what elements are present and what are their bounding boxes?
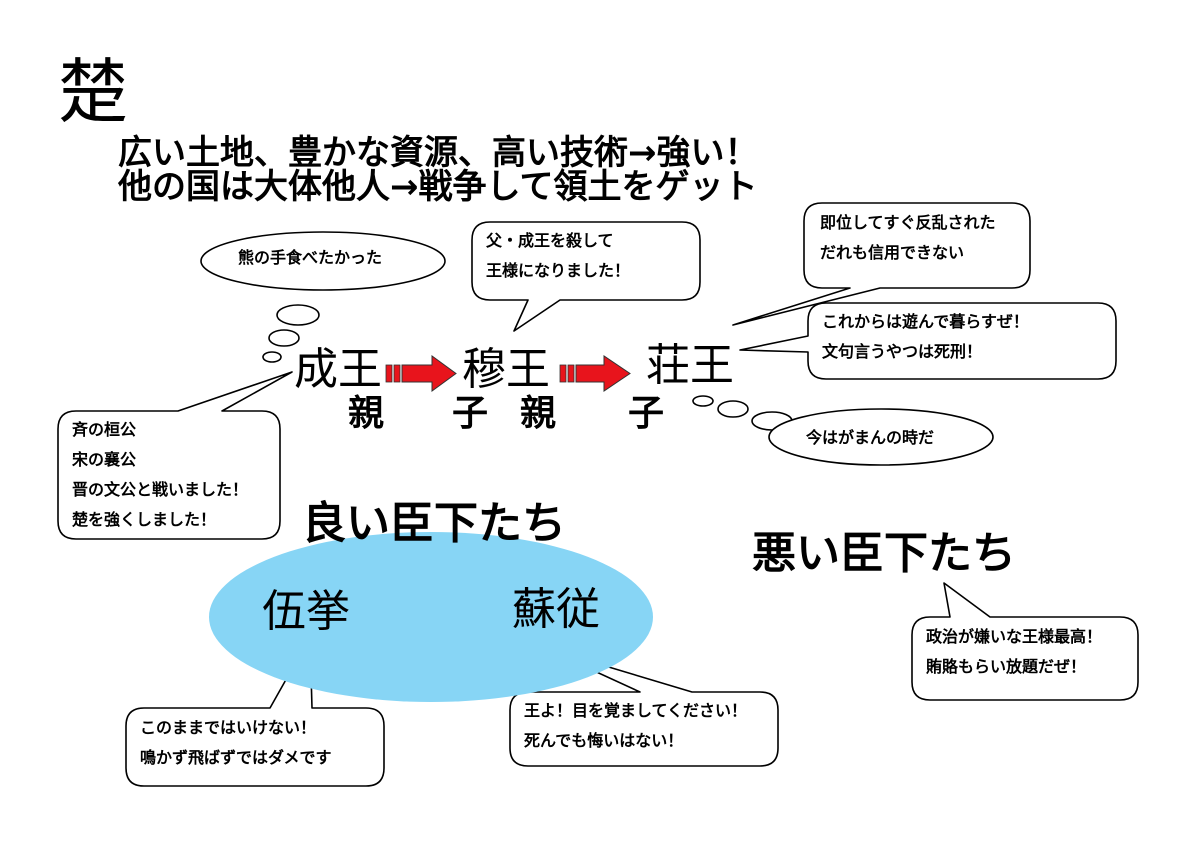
minister-wu-ju: 伍挙: [262, 586, 350, 637]
bad-ministers-heading: 悪い臣下たち: [752, 528, 1016, 579]
rivals-line-2: 宋の襄公: [72, 450, 137, 469]
play-line-1: これからは遊んで暮らすぜ！: [822, 312, 1029, 331]
su-cong-text: 王よ！目を覚ましてください！ 死んでも悔いはない！: [524, 696, 747, 756]
su-cong-line-1: 王よ！目を覚ましてください！: [524, 701, 748, 720]
rebellion-line-2: だれも信用できない: [820, 243, 965, 262]
wu-ju-line-2: 鳴かず飛ばずではダメです: [140, 748, 332, 767]
good-ministers-ellipse: [209, 532, 653, 702]
relation-parent-1: 親: [348, 393, 385, 434]
king-zhuang: 荘王: [646, 340, 734, 391]
father-killed-line-1: 父・成王を殺して: [486, 231, 614, 250]
father-killed-line-2: 王様になりました！: [486, 261, 631, 280]
speech-bubble-play: [739, 302, 1117, 380]
bad-line-2: 賄賂もらい放題だぜ！: [926, 657, 1087, 676]
speech-bubble-rebellion: [732, 202, 1031, 326]
thought-patience-text: 今はがまんの時だ: [806, 428, 935, 447]
thought-cloud-bear-paw: [200, 231, 446, 363]
succession-arrow-1: [385, 355, 457, 392]
king-mu: 穆王: [462, 344, 550, 395]
wu-ju-text: このままではいけない！ 鳴かず飛ばずではダメです: [140, 713, 332, 773]
relation-child-2: 子: [628, 393, 665, 434]
rivals-line-4: 楚を強くしました！: [72, 510, 217, 529]
speech-bubble-wu-ju: [125, 636, 385, 787]
speech-bubble-su-cong: [509, 646, 779, 767]
bad-line-1: 政治が嫌いな王様最高！: [926, 627, 1103, 646]
speech-bubble-father-killed: [471, 221, 701, 332]
father-killed-text: 父・成王を殺して 王様になりました！: [486, 226, 630, 286]
chu-kanji-title: 楚: [58, 51, 128, 133]
play-line-2: 文句言うやつは死刑！: [822, 342, 983, 361]
su-cong-line-2: 死んでも悔いはない！: [524, 731, 684, 750]
rebellion-text: 即位してすぐ反乱された だれも信用できない: [820, 208, 996, 268]
good-ministers-heading: 良い臣下たち: [302, 498, 566, 549]
minister-su-cong: 蘇従: [512, 584, 600, 635]
play-text: これからは遊んで暮らすぜ！ 文句言うやつは死刑！: [822, 307, 1029, 367]
thought-cloud-patience: [692, 395, 994, 466]
speech-bubble-bad: [911, 582, 1139, 701]
relation-parent-2: 親: [520, 393, 557, 434]
speech-bubble-rivals: [57, 371, 293, 540]
rivals-line-1: 斉の桓公: [72, 420, 137, 439]
bad-ministers-text: 政治が嫌いな王様最高！ 賄賂もらい放題だぜ！: [926, 622, 1102, 682]
rivals-line-3: 晋の文公と戦いました！: [72, 480, 249, 499]
thought-bear-paw-text: 熊の手食べたかった: [238, 248, 383, 267]
title-line-1: 広い土地、豊かな資源、高い技術→強い！: [118, 133, 759, 173]
succession-arrow-2: [559, 355, 631, 392]
king-cheng: 成王: [294, 344, 382, 395]
wu-ju-line-1: このままではいけない！: [140, 718, 317, 737]
relation-child-1: 子: [452, 393, 489, 434]
title-line-2: 他の国は大体他人→戦争して領土をゲット: [118, 167, 758, 207]
rebellion-line-1: 即位してすぐ反乱された: [820, 213, 996, 232]
rivals-text: 斉の桓公 宋の襄公 晋の文公と戦いました！ 楚を強くしました！: [72, 415, 248, 535]
